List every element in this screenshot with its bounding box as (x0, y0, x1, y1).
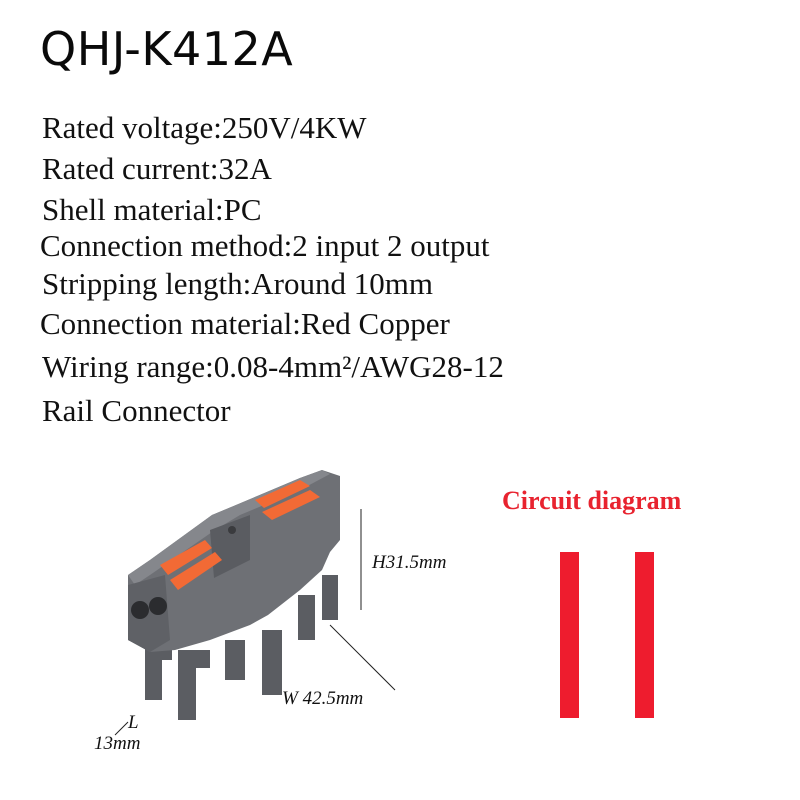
length-value: 13mm (94, 733, 141, 754)
spec-rated-voltage: Rated voltage:250V/4KW (42, 110, 367, 145)
spec-rated-current: Rated current:32A (42, 151, 272, 186)
circuit-line-left (560, 552, 579, 718)
circuit-diagram-title: Circuit diagram (502, 486, 682, 515)
spec-stripping-length: Stripping length:Around 10mm (42, 266, 433, 301)
rail-feet (145, 575, 338, 720)
height-label: H31.5mm (372, 552, 447, 573)
length-dimension-line (114, 721, 129, 736)
spec-wiring-range: Wiring range:0.08-4mm²/AWG28-12 (42, 349, 504, 384)
wire-hole-right (149, 597, 167, 615)
spec-rail-connector: Rail Connector (42, 393, 231, 428)
length-label: L (128, 712, 139, 733)
product-title: QHJ-K412A (40, 22, 294, 76)
width-dimension-line (329, 624, 396, 691)
width-label: W 42.5mm (282, 688, 364, 709)
spec-shell-material: Shell material:PC (42, 192, 262, 227)
spec-connection-method: Connection method:2 input 2 output (40, 228, 490, 263)
connector-housing (128, 470, 340, 652)
spec-connection-material: Connection material:Red Copper (40, 306, 450, 341)
circuit-line-right (635, 552, 654, 718)
orange-levers (160, 480, 320, 590)
wire-hole-left (131, 601, 149, 619)
